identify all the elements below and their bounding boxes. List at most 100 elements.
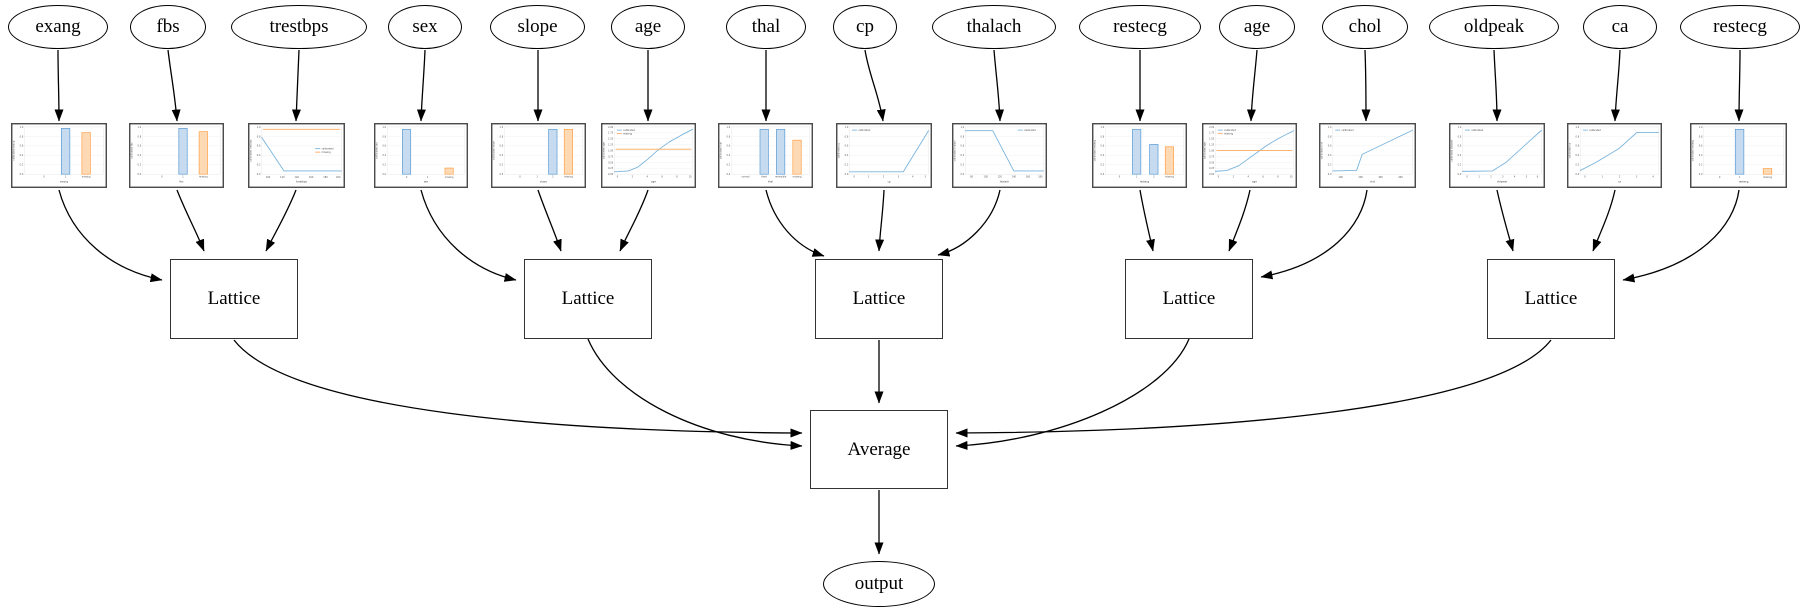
edge-chart-restecg2-to-lattice-5	[1622, 189, 1740, 283]
svg-text:1: 1	[427, 176, 429, 179]
svg-text:missing: missing	[321, 151, 331, 154]
edge-chart-thalach-to-lattice-3	[937, 189, 1001, 257]
svg-text:restecg: restecg	[1140, 179, 1150, 183]
edge-age2-to-chart-age2	[1246, 49, 1258, 122]
svg-text:calibrated slope: calibrated slope	[492, 141, 495, 160]
svg-text:1: 1	[182, 176, 184, 179]
svg-text:0.2: 0.2	[1458, 164, 1462, 167]
svg-text:0: 0	[1584, 176, 1586, 179]
svg-text:140: 140	[295, 176, 300, 179]
svg-text:2.00: 2.00	[608, 126, 614, 129]
svg-text:1: 1	[1602, 176, 1604, 179]
svg-text:0.6: 0.6	[1458, 145, 1462, 148]
svg-text:0: 0	[161, 176, 163, 179]
svg-text:0: 0	[1218, 176, 1220, 179]
svg-text:calibrated ca: calibrated ca	[1568, 142, 1571, 158]
svg-text:0.0: 0.0	[382, 173, 386, 176]
svg-text:4: 4	[646, 176, 648, 179]
svg-text:0.75: 0.75	[1209, 155, 1215, 158]
svg-text:0.4: 0.4	[727, 154, 731, 157]
input-node-chol: chol	[1322, 5, 1408, 49]
svg-text:1.25: 1.25	[1209, 144, 1215, 147]
svg-text:1.25: 1.25	[608, 144, 614, 147]
svg-text:1.0: 1.0	[727, 126, 731, 129]
svg-text:300: 300	[1378, 176, 1383, 179]
svg-text:10: 10	[689, 176, 692, 179]
svg-text:1.0: 1.0	[1699, 126, 1703, 129]
edge-chart-exang-to-lattice-1	[58, 189, 163, 283]
edge-chart-ca-to-lattice-5	[1592, 189, 1616, 252]
svg-text:0.8: 0.8	[20, 135, 24, 138]
svg-text:calibrated restecg: calibrated restecg	[1093, 139, 1096, 161]
average-node: Average	[810, 410, 948, 489]
svg-text:calibrated: calibrated	[858, 129, 871, 132]
svg-text:0.4: 0.4	[500, 154, 504, 157]
svg-text:4: 4	[1247, 176, 1249, 179]
svg-text:0: 0	[617, 176, 619, 179]
svg-text:4: 4	[1514, 176, 1516, 179]
svg-text:fbs: fbs	[180, 179, 185, 183]
input-node-fbs: fbs	[130, 5, 206, 49]
svg-text:5: 5	[1526, 176, 1528, 179]
svg-text:reversible: reversible	[775, 176, 787, 179]
svg-text:0: 0	[1119, 176, 1121, 179]
svg-text:0.6: 0.6	[1328, 145, 1332, 148]
svg-text:calibrated: calibrated	[1024, 129, 1036, 132]
edge-restecg2-to-chart-restecg2	[1734, 49, 1744, 122]
svg-text:6: 6	[1262, 176, 1264, 179]
svg-text:100: 100	[984, 176, 989, 179]
svg-text:0.6: 0.6	[138, 145, 142, 148]
svg-text:calibrated: calibrated	[1341, 129, 1354, 132]
svg-text:0.8: 0.8	[138, 135, 142, 138]
svg-text:0.8: 0.8	[382, 135, 386, 138]
svg-text:age: age	[651, 180, 656, 183]
input-node-age-2: age	[1219, 5, 1295, 49]
svg-text:0.2: 0.2	[845, 164, 849, 167]
svg-text:0.0: 0.0	[138, 173, 142, 176]
svg-text:100: 100	[1338, 176, 1343, 179]
svg-text:missing: missing	[793, 176, 802, 179]
edge-chart-cp-to-lattice-3	[875, 189, 885, 252]
svg-text:1.0: 1.0	[1101, 126, 1105, 129]
lattice-node-4: Lattice	[1125, 259, 1253, 339]
svg-text:0.6: 0.6	[1576, 145, 1580, 148]
svg-text:0.6: 0.6	[382, 145, 386, 148]
svg-text:missing: missing	[82, 176, 91, 179]
svg-text:1.00: 1.00	[608, 149, 614, 152]
svg-text:0: 0	[854, 176, 856, 179]
svg-text:0.0: 0.0	[1576, 173, 1580, 176]
svg-text:0.0: 0.0	[845, 173, 849, 176]
svg-text:0.0: 0.0	[20, 173, 24, 176]
edge-chart-slope-to-lattice-2	[537, 189, 562, 252]
edge-chol-to-chart-chol	[1361, 49, 1371, 122]
svg-text:1.00: 1.00	[1209, 149, 1215, 152]
svg-text:0.4: 0.4	[382, 154, 386, 157]
svg-text:0.50: 0.50	[608, 161, 614, 164]
svg-text:fixed: fixed	[761, 176, 767, 179]
input-node-thal: thal	[726, 5, 806, 49]
svg-text:2: 2	[883, 176, 885, 179]
input-node-thalach: thalach	[932, 5, 1056, 49]
svg-text:calibrated sex: calibrated sex	[375, 142, 378, 159]
svg-text:2: 2	[1490, 176, 1492, 179]
svg-text:1: 1	[1478, 176, 1480, 179]
svg-text:120: 120	[998, 176, 1003, 179]
svg-text:3: 3	[1502, 176, 1504, 179]
svg-text:200: 200	[336, 176, 341, 179]
input-node-restecg-2: restecg	[1680, 5, 1800, 49]
output-node: output	[823, 561, 935, 607]
svg-text:2: 2	[1153, 176, 1155, 179]
svg-text:0.2: 0.2	[1328, 164, 1332, 167]
svg-text:calibrated age: calibrated age	[602, 142, 605, 159]
svg-text:1.50: 1.50	[1209, 138, 1215, 141]
svg-text:6: 6	[661, 176, 663, 179]
svg-text:2: 2	[632, 176, 634, 179]
svg-text:missing: missing	[1165, 176, 1174, 179]
svg-text:0.0: 0.0	[1699, 173, 1703, 176]
svg-text:0.4: 0.4	[1699, 154, 1703, 157]
